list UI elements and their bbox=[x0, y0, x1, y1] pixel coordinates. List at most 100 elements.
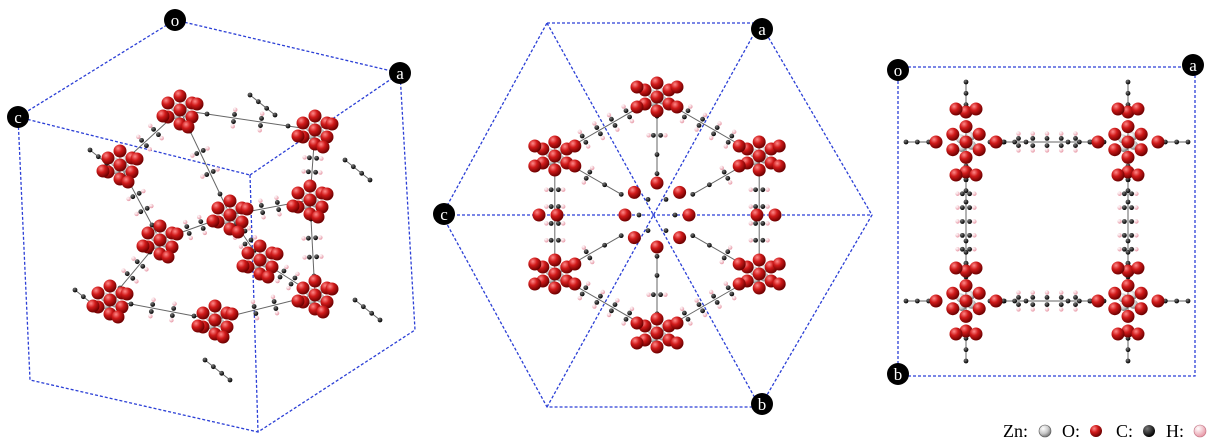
hydrogen-atom bbox=[748, 238, 753, 243]
hydrogen-atom bbox=[600, 289, 606, 295]
carbon-atom bbox=[1073, 295, 1078, 300]
carbon-atom bbox=[200, 225, 206, 231]
hydrogen-atom bbox=[1117, 205, 1122, 210]
hydrogen-atom bbox=[261, 215, 266, 220]
hydrogen-atom bbox=[972, 191, 977, 196]
oxygen-atom bbox=[959, 264, 973, 278]
oxygen-atom bbox=[650, 76, 664, 90]
carbon-atom bbox=[654, 253, 660, 259]
carbon-atom bbox=[1129, 191, 1134, 197]
carbon-atom bbox=[186, 230, 192, 236]
hydrogen-atom bbox=[238, 244, 244, 249]
carbon-atom bbox=[583, 285, 589, 291]
carbon-atom bbox=[202, 357, 208, 363]
oxygen-atom bbox=[650, 240, 664, 254]
hydrogen-atom bbox=[717, 304, 722, 309]
hydrogen-atom bbox=[708, 289, 714, 295]
hydrogen-atom bbox=[1030, 290, 1035, 295]
hydrogen-atom bbox=[295, 271, 300, 277]
hydrogen-atom bbox=[134, 279, 139, 284]
carbon-atom bbox=[1122, 246, 1127, 252]
oxygen-atom bbox=[959, 294, 973, 308]
carbon-atom bbox=[579, 291, 585, 297]
oxygen-atom bbox=[1111, 327, 1125, 341]
oxygen-atom bbox=[136, 239, 150, 253]
carbon-atom bbox=[144, 143, 149, 149]
oxygen-atom bbox=[969, 261, 983, 275]
carbon-atom bbox=[685, 316, 691, 322]
oxygen-atom bbox=[772, 139, 786, 153]
carbon-atom bbox=[124, 271, 130, 277]
oxygen-atom bbox=[153, 233, 167, 247]
hydrogen-atom bbox=[1016, 307, 1021, 312]
hydrogen-atom bbox=[1016, 148, 1021, 153]
oxygen-atom bbox=[253, 239, 267, 253]
carbon-atom bbox=[307, 254, 312, 260]
hydrogen-atom bbox=[955, 205, 960, 210]
carbon-atom bbox=[587, 169, 593, 175]
oxygen-atom bbox=[750, 208, 764, 222]
carbon-atom bbox=[288, 281, 294, 287]
carbon-atom bbox=[274, 200, 280, 205]
oxygen-atom bbox=[548, 253, 562, 267]
oxygen-atom bbox=[223, 208, 237, 222]
carbon-atom bbox=[960, 246, 965, 252]
axis-label-b: b bbox=[751, 393, 773, 415]
carbon-atom bbox=[548, 221, 554, 226]
carbon-atom bbox=[227, 377, 233, 383]
axis-label-a: a bbox=[389, 62, 411, 84]
oxygen-atom bbox=[752, 163, 766, 177]
carbon-atom bbox=[136, 190, 142, 196]
hydrogen-atom bbox=[561, 238, 566, 243]
carbon-atom bbox=[1030, 302, 1036, 307]
hydrogen-atom bbox=[126, 196, 131, 202]
oxygen-atom bbox=[236, 259, 250, 273]
carbon-atom bbox=[963, 249, 969, 255]
hydrogen-atom bbox=[1117, 247, 1122, 252]
svg-text:O:: O: bbox=[1062, 421, 1080, 441]
oxygen-atom bbox=[550, 208, 564, 222]
oxygen-atom bbox=[1108, 143, 1122, 157]
hydrogen-atom bbox=[318, 235, 323, 240]
carbon-atom bbox=[1129, 246, 1134, 252]
oxygen-atom bbox=[325, 282, 339, 296]
oxygen-atom bbox=[772, 277, 786, 291]
zn-swatch-icon bbox=[1038, 424, 1052, 438]
hydrogen-atom bbox=[561, 187, 566, 192]
hydrogen-atom bbox=[200, 174, 205, 179]
oxygen-atom bbox=[946, 127, 960, 141]
hydrogen-atom bbox=[688, 104, 693, 109]
oxygen-atom bbox=[929, 135, 943, 149]
oxygen-atom bbox=[568, 257, 582, 271]
oxygen-atom bbox=[528, 277, 542, 291]
oxygen-atom bbox=[303, 179, 317, 193]
hydrogen-atom bbox=[182, 219, 188, 225]
oxygen-atom bbox=[949, 168, 963, 182]
hydrogen-atom bbox=[544, 221, 549, 226]
oxygen-atom bbox=[113, 144, 127, 158]
hydrogen-atom bbox=[1117, 191, 1122, 196]
o-swatch-icon bbox=[1090, 425, 1102, 437]
hydrogen-atom bbox=[955, 247, 960, 252]
hydrogen-atom bbox=[561, 204, 566, 209]
carbon-atom bbox=[1044, 295, 1050, 300]
oxygen-atom bbox=[113, 158, 127, 172]
oxygen-atom bbox=[206, 214, 220, 228]
carbon-atom bbox=[350, 164, 356, 170]
hydrogen-atom bbox=[1044, 148, 1050, 153]
carbon-atom bbox=[714, 300, 720, 305]
oxygen-atom bbox=[1134, 127, 1148, 141]
oxygen-atom bbox=[308, 123, 322, 137]
oxygen-atom bbox=[568, 159, 582, 173]
oxygen-atom bbox=[1121, 264, 1135, 278]
oxygen-atom bbox=[548, 267, 562, 281]
hydrogen-atom bbox=[1016, 131, 1021, 136]
hydrogen-atom bbox=[246, 226, 252, 231]
carbon-atom bbox=[1016, 136, 1021, 141]
carbon-atom bbox=[80, 294, 86, 300]
oxygen-atom bbox=[223, 194, 237, 208]
oxygen-atom bbox=[320, 187, 334, 201]
carbon-atom bbox=[156, 132, 161, 138]
axis-label-a: a bbox=[751, 18, 773, 40]
carbon-atom bbox=[700, 116, 705, 122]
